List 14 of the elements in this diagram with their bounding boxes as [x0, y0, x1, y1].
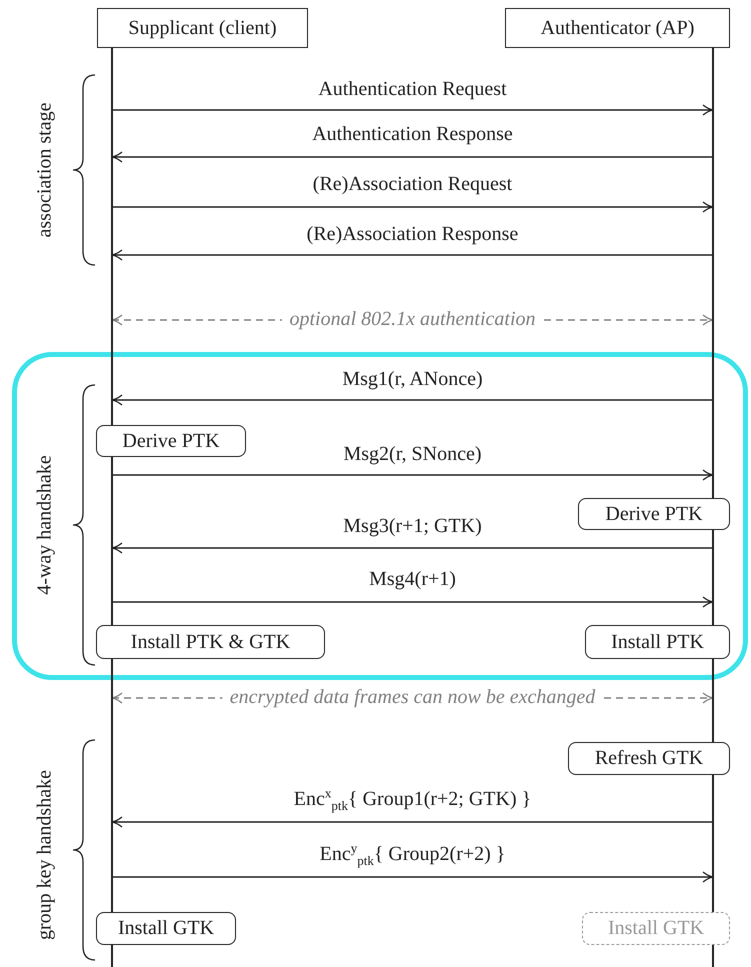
message-label: Authentication Response — [312, 123, 513, 145]
message-label: (Re)Association Request — [312, 173, 512, 195]
message-label: Msg4(r+1) — [369, 568, 456, 590]
message-label: Authentication Request — [318, 78, 507, 100]
participant-box: Authenticator (AP) — [505, 8, 730, 48]
message-label: Msg3(r+1; GTK) — [343, 515, 482, 537]
message-label: Msg2(r, SNonce) — [343, 443, 482, 465]
message-label: Msg1(r, ANonce) — [342, 368, 483, 390]
stage-label: 4-way handshake — [34, 455, 56, 595]
stage-label: group key handshake — [34, 770, 56, 940]
message-label: (Re)Association Response — [306, 223, 518, 245]
participant-box: Supplicant (client) — [97, 8, 308, 48]
stage-label: association stage — [34, 102, 56, 238]
action-box: Install PTK & GTK — [96, 625, 325, 659]
